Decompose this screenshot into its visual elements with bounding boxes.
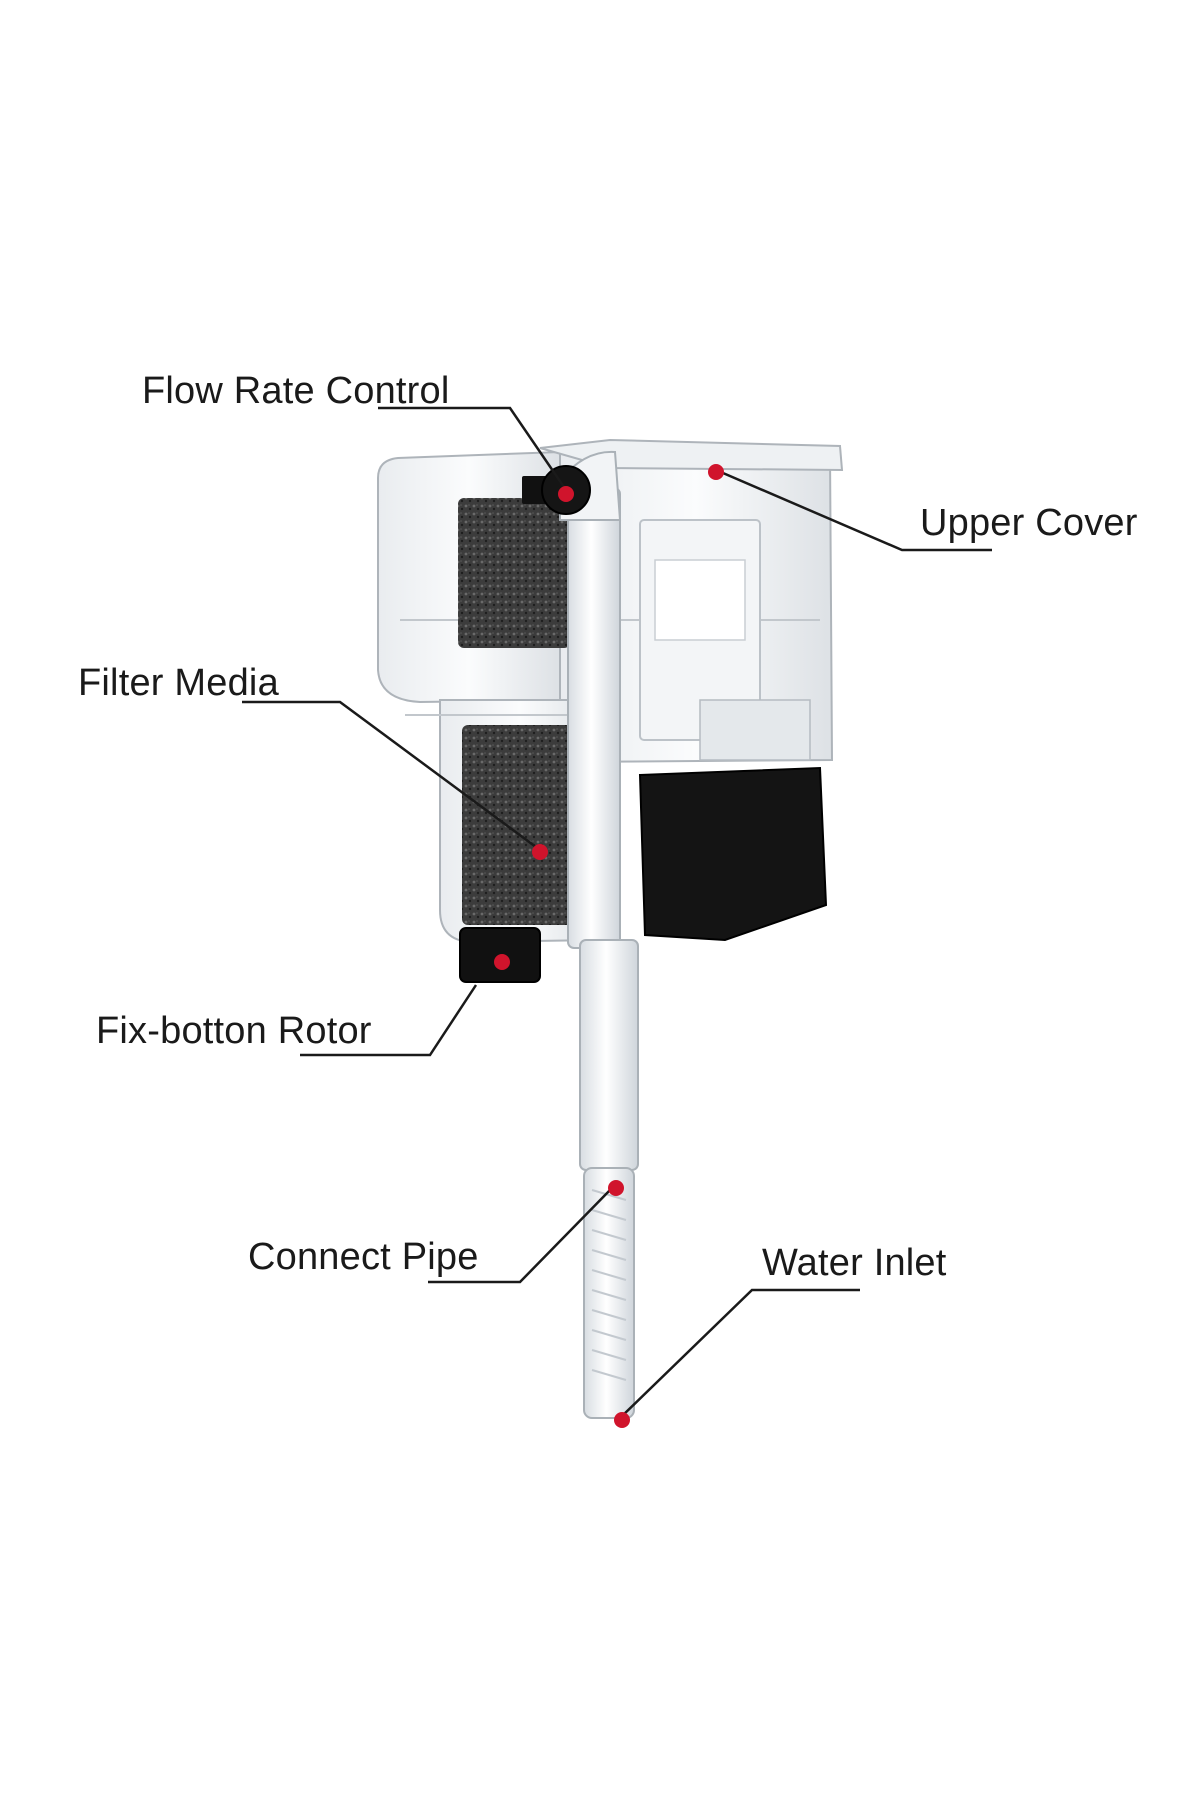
marker-flow-rate-control (558, 486, 574, 502)
marker-upper-cover (708, 464, 724, 480)
label-water-inlet: Water Inlet (762, 1242, 947, 1284)
label-filter-media: Filter Media (78, 662, 279, 704)
label-flow-rate-control: Flow Rate Control (142, 370, 450, 412)
intake-slots (591, 1189, 627, 1381)
marker-connect-pipe (608, 1180, 624, 1196)
filter-sponge (458, 498, 572, 925)
marker-water-inlet (614, 1412, 630, 1428)
marker-filter-media (532, 844, 548, 860)
intake-pipe (579, 939, 639, 1419)
leader-lines (242, 406, 992, 1419)
label-connect-pipe: Connect Pipe (248, 1236, 479, 1278)
leader-line-connect-pipe (428, 1187, 613, 1284)
label-upper-cover: Upper Cover (920, 502, 1138, 544)
motor-block (638, 766, 828, 942)
marker-fix-bottom-rotor (494, 954, 510, 970)
outlet-tube (559, 450, 622, 949)
leader-line-water-inlet (619, 1288, 860, 1419)
leader-line-upper-cover (715, 468, 992, 552)
marker-dots (494, 464, 724, 1428)
leader-line-flow-rate-control (378, 406, 568, 491)
label-fix-bottom-rotor: Fix-botton Rotor (96, 1010, 372, 1052)
inner-chambers (639, 519, 811, 761)
leader-line-filter-media (242, 700, 541, 852)
leader-line-fix-bottom-rotor (300, 984, 478, 1057)
